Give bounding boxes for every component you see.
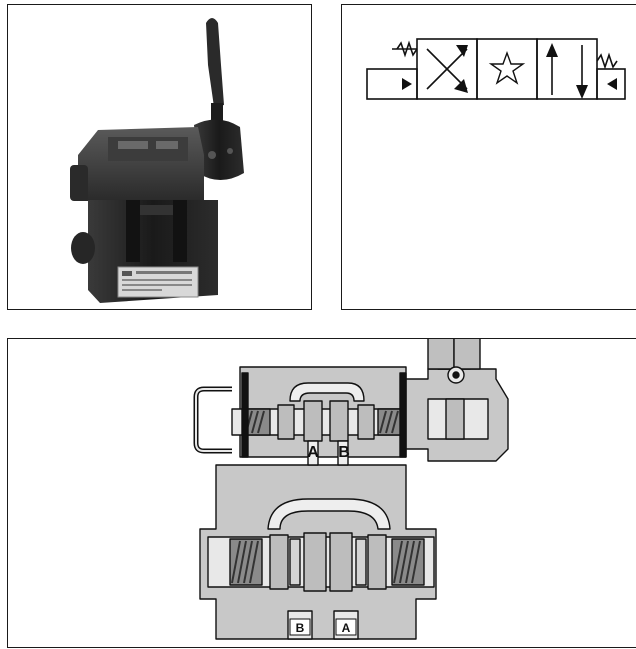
cross-section-panel: A B B A [7, 338, 636, 648]
up-arrow-icon [546, 43, 558, 57]
main-port-a-label: A [342, 621, 351, 635]
right-actuator-triangle-icon [607, 78, 617, 90]
valve-schematic-symbol [366, 38, 626, 100]
valve-position-right [536, 38, 598, 100]
manual-valve-photo [70, 18, 244, 303]
schematic-symbol-panel [341, 4, 636, 310]
right-actuator-box [596, 68, 626, 100]
main-port-b-label: B [296, 621, 305, 635]
valve-cross-section: A B B A [193, 339, 509, 640]
left-actuator-box [366, 68, 418, 100]
down-arrow-icon [576, 85, 588, 99]
star-icon [488, 50, 526, 85]
right-spring-icon [596, 52, 618, 70]
pilot-port-a-label: A [307, 444, 319, 461]
left-actuator-triangle-icon [402, 78, 412, 90]
valve-photo-panel [7, 4, 312, 310]
valve-position-center [476, 38, 538, 100]
pilot-port-b-label: B [338, 444, 350, 461]
lever-pivot-housing [194, 119, 244, 180]
lever-handle [206, 18, 224, 107]
